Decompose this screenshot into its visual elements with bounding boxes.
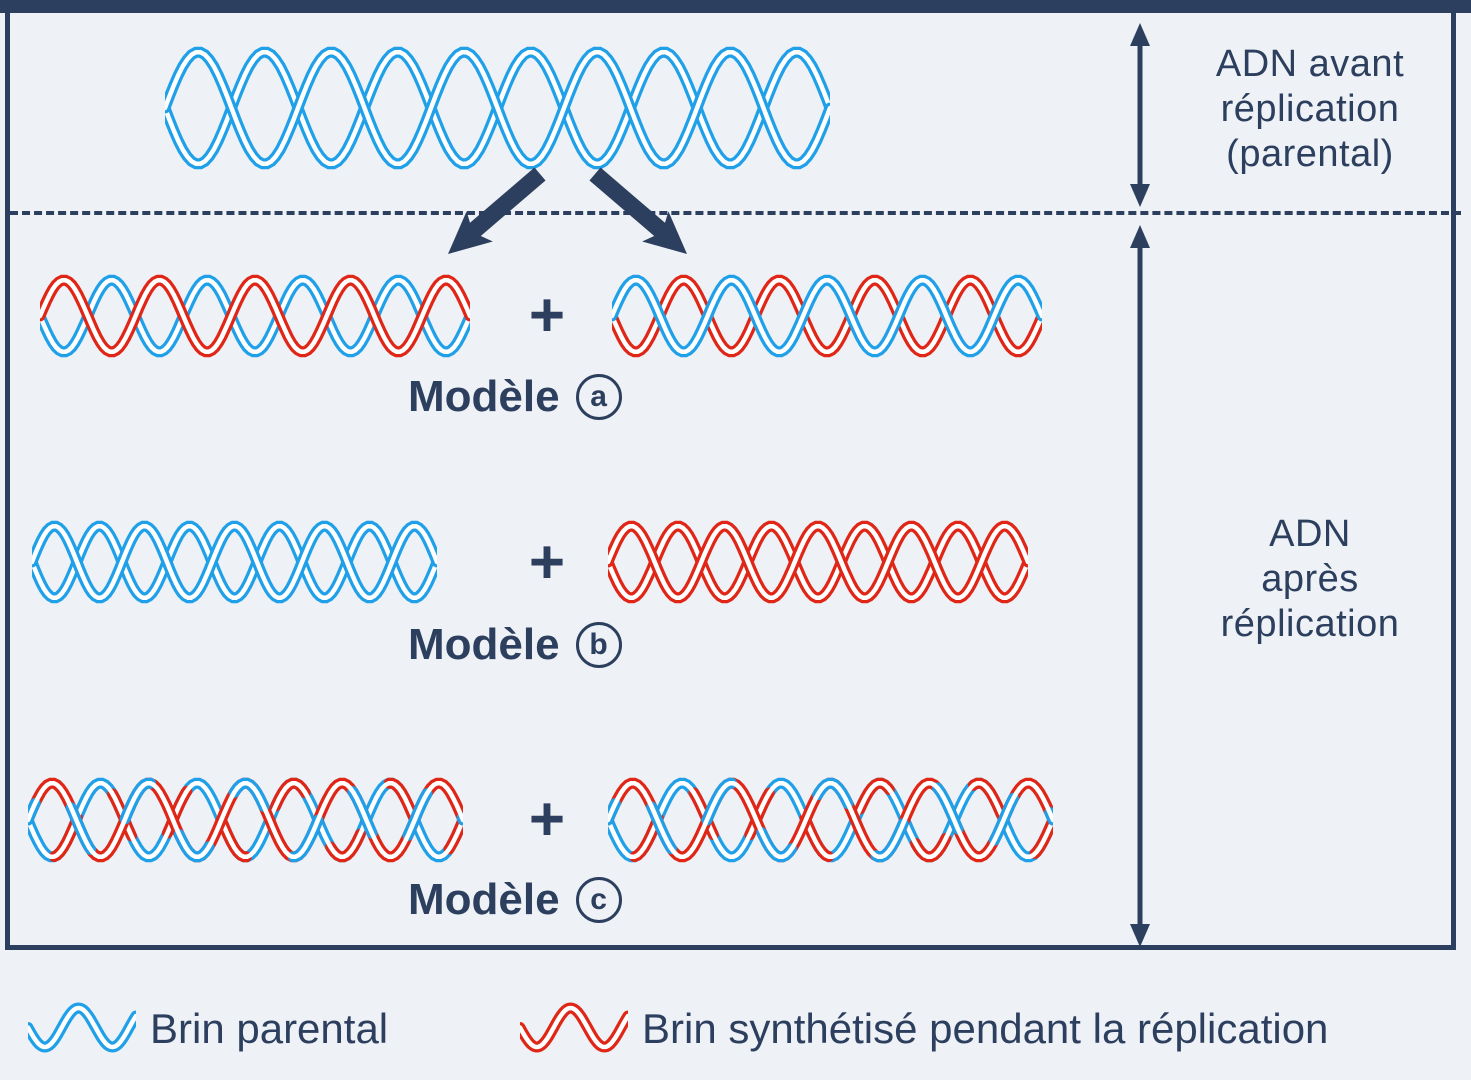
model-b-letter: b xyxy=(575,622,622,668)
before-replication-label: ADN avant réplication (parental) xyxy=(1180,42,1440,176)
model-b-caption: Modèle b xyxy=(408,620,622,670)
parental-dna-helix xyxy=(159,44,836,172)
legend-parental-label: Brin parental xyxy=(150,1005,389,1052)
after-label-line-3: réplication xyxy=(1220,602,1400,645)
model-c-right-helix xyxy=(602,775,1059,865)
parental-strand-icon xyxy=(22,1000,142,1055)
top-border-bar xyxy=(0,0,1471,13)
diagram-frame xyxy=(5,13,1456,950)
after-replication-label: ADN après réplication xyxy=(1180,512,1440,646)
after-replication-span-arrow xyxy=(1130,225,1150,947)
after-label-line-1: ADN xyxy=(1269,513,1351,555)
replication-arrows xyxy=(448,167,687,254)
before-replication-span-arrow xyxy=(1130,23,1150,207)
model-b-left-helix xyxy=(26,518,443,606)
plus-sign-c: + xyxy=(528,785,566,854)
model-a-right-helix xyxy=(606,272,1048,360)
model-c-letter: c xyxy=(575,877,622,923)
model-a-caption: Modèle a xyxy=(408,372,622,422)
before-label-line-1: ADN avant xyxy=(1215,43,1405,85)
legend-synthesized-label: Brin synthétisé pendant la réplication xyxy=(642,1005,1329,1052)
model-a-letter: a xyxy=(575,374,622,420)
after-label-line-2: après xyxy=(1261,557,1359,600)
synthesized-strand-icon xyxy=(514,1000,634,1055)
model-b-label: Modèle xyxy=(408,620,560,669)
model-c-caption: Modèle c xyxy=(408,875,622,925)
before-label-line-2: réplication xyxy=(1220,87,1400,130)
model-a-label: Modèle xyxy=(408,372,560,421)
model-a-left-helix xyxy=(34,272,476,360)
dashed-divider xyxy=(10,211,1461,215)
plus-sign-b: + xyxy=(528,528,566,597)
model-c-label: Modèle xyxy=(408,875,560,924)
model-c-left-helix xyxy=(22,775,469,865)
plus-sign-a: + xyxy=(528,281,566,350)
model-b-right-helix xyxy=(602,518,1034,606)
before-label-line-3: (parental) xyxy=(1226,132,1394,175)
